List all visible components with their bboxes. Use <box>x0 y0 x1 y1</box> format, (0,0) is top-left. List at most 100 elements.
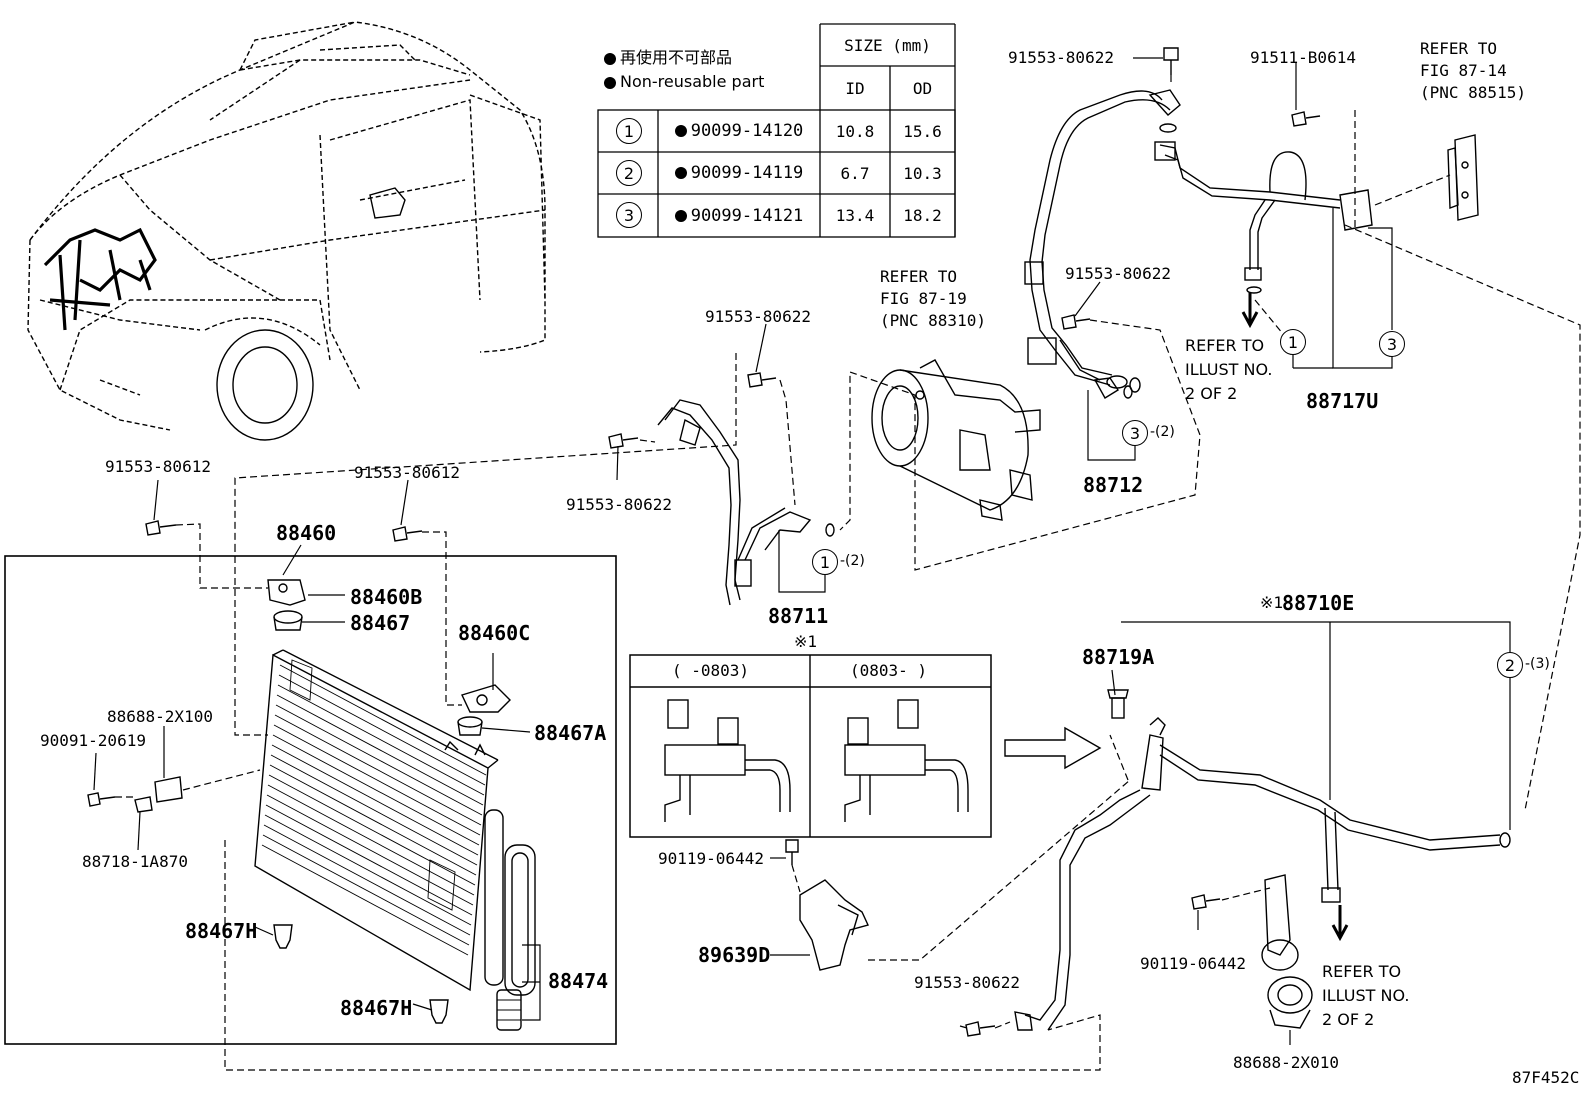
reference-expansion-valve: REFER TO FIG 87-14 (PNC 88515) <box>1420 39 1526 102</box>
hose-88712 <box>1059 339 1133 399</box>
label-91553-80622-low: 91553-80622 <box>914 973 1020 992</box>
callout-88712-qty: -(2) <box>1150 424 1175 440</box>
label-88460: 88460 <box>276 521 337 545</box>
table-row-2-number: 2 <box>616 160 642 186</box>
callout-88712-3: 3 <box>1122 420 1148 446</box>
label-90091-20619: 90091-20619 <box>40 731 146 750</box>
label-88710e: 88710E <box>1282 591 1355 615</box>
label-88719a: 88719A <box>1082 645 1155 669</box>
label-91553-80612-b: 91553-80612 <box>354 463 460 482</box>
bracket-88688-2x010 <box>1261 874 1313 1029</box>
vehicle-wire-harness <box>43 227 157 331</box>
condenser-core <box>254 649 504 992</box>
non-reusable-dot-icon <box>674 167 687 179</box>
table-row-2-od: 10.3 <box>903 163 942 183</box>
callout-88710e-qty: -(3) <box>1525 656 1550 672</box>
refer-arrow-a <box>1241 292 1259 329</box>
label-88460b: 88460B <box>350 585 423 609</box>
compressor <box>871 359 1041 521</box>
size-table-col-id: ID <box>845 78 865 98</box>
label-91553-80622-top: 91553-80622 <box>1008 48 1114 67</box>
service-valve-variant-b <box>844 699 969 822</box>
label-88467a: 88467A <box>534 721 607 745</box>
label-88467h-a: 88467H <box>185 919 258 943</box>
callout-88711-qty: -(2) <box>840 553 865 569</box>
size-table-col-od: OD <box>912 78 933 98</box>
label-88460c: 88460C <box>458 621 531 645</box>
tube-88710e <box>1014 717 1511 1031</box>
condenser-assembly-frame <box>4 555 617 1045</box>
receiver-dryer <box>504 844 536 996</box>
table-row-2-part: 90099-14119 <box>658 152 820 194</box>
table-row-1-part: 90099-14120 <box>658 110 820 152</box>
cushion-88467a <box>457 716 483 736</box>
legend: 再使用不可部品 Non-reusable part <box>604 46 764 94</box>
vehicle-wheel <box>204 317 321 441</box>
label-88467h-b: 88467H <box>340 996 413 1020</box>
label-88717u: 88717U <box>1306 389 1379 413</box>
label-88688-2x010: 88688-2X010 <box>1233 1053 1339 1072</box>
label-90119-06442-a: 90119-06442 <box>658 849 764 868</box>
label-91511-b0614: 91511-B0614 <box>1250 48 1356 67</box>
bracket-89639d <box>799 879 869 971</box>
table-row-3-part: 90099-14121 <box>658 194 820 237</box>
reference-illust-a: REFER TO ILLUST NO. 2 OF 2 <box>1185 336 1273 403</box>
label-88711: 88711 <box>768 604 829 628</box>
cushion-88467h-a <box>273 924 293 949</box>
table-row-1-number: 1 <box>616 118 642 144</box>
legend-jp: 再使用不可部品 <box>620 48 733 67</box>
vehicle-sketch <box>27 21 546 431</box>
direction-arrow <box>1004 726 1102 770</box>
callout-88710e-2: 2 <box>1497 652 1523 678</box>
label-88688-2x100: 88688-2X100 <box>107 707 213 726</box>
non-reusable-dot-icon <box>604 76 616 89</box>
dashed-guides <box>115 75 1581 1071</box>
bracket-88688-2x100 <box>134 776 183 813</box>
table-row-3-id: 13.4 <box>835 206 875 225</box>
refer-arrow-b <box>1331 905 1349 942</box>
expansion-valve <box>1447 134 1479 221</box>
hose-88717u <box>1024 89 1373 393</box>
callout-88717u-1: 1 <box>1280 329 1306 355</box>
label-88710e-mark: ※1 <box>1260 593 1284 612</box>
table-row-2-id: 6.7 <box>840 163 870 183</box>
label-90119-06442-b: 90119-06442 <box>1140 954 1246 973</box>
legend-en: Non-reusable part <box>620 72 765 91</box>
label-88718-1a870: 88718-1A870 <box>82 852 188 871</box>
label-91553-80612-a: 91553-80612 <box>105 457 211 476</box>
bracket-88460c <box>461 684 511 713</box>
desiccant-cap <box>496 989 522 1031</box>
bracket-88460b <box>267 579 306 606</box>
vehicle-mirror <box>369 187 406 219</box>
variant-left-label: ( -0803) <box>672 661 750 680</box>
label-88474: 88474 <box>548 969 609 993</box>
pressure-switch <box>1107 689 1129 719</box>
variant-right-label: (0803- ) <box>850 661 928 680</box>
leader-lines <box>93 57 1511 1045</box>
table-row-3-od: 18.2 <box>903 206 942 225</box>
variant-box-mark: ※1 <box>794 632 818 651</box>
service-valve-variant-a <box>664 699 791 822</box>
label-88712: 88712 <box>1083 473 1144 497</box>
hose-88711 <box>657 399 835 606</box>
non-reusable-dot-icon <box>674 125 687 137</box>
cushion-88467 <box>273 610 303 631</box>
non-reusable-dot-icon <box>604 52 616 65</box>
table-row-3-number: 3 <box>616 202 642 228</box>
table-row-1-od: 15.6 <box>903 121 942 141</box>
figure-code: 87F452C <box>1512 1068 1580 1087</box>
label-91553-80622-left: 91553-80622 <box>566 495 672 514</box>
bolts <box>87 47 1321 1037</box>
label-91553-80622-hose: 91553-80622 <box>705 307 811 326</box>
variant-box-frame <box>629 654 992 838</box>
size-table-grid <box>597 23 956 238</box>
callout-88711-1: 1 <box>812 549 838 575</box>
callout-88717u-3: 3 <box>1379 331 1405 357</box>
non-reusable-dot-icon <box>674 209 687 222</box>
label-88467: 88467 <box>350 611 411 635</box>
reference-compressor: REFER TO FIG 87-19 (PNC 88310) <box>880 267 986 330</box>
size-table-header: SIZE (mm) <box>844 35 931 55</box>
label-91553-80622-mid: 91553-80622 <box>1065 264 1171 283</box>
